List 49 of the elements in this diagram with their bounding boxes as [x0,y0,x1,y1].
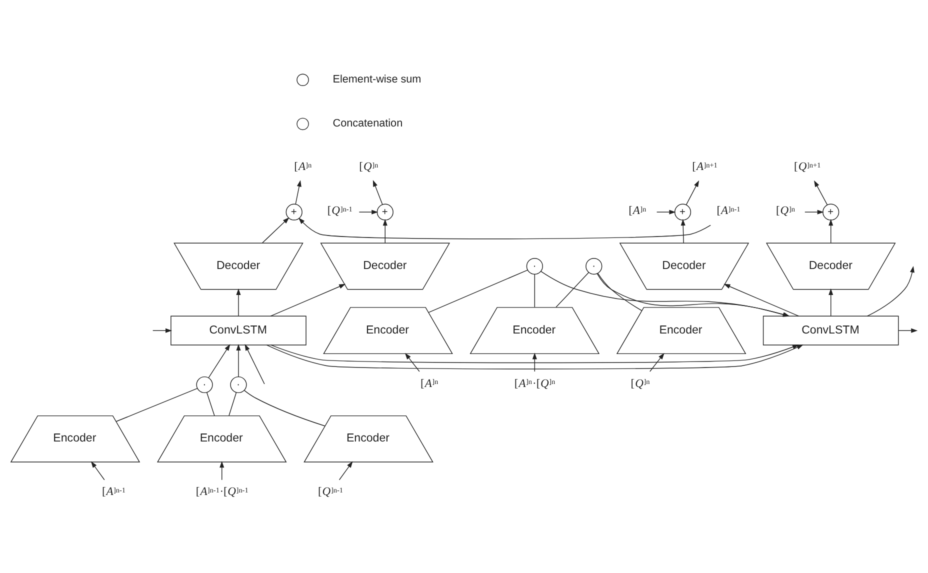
legend-label: Element-wise sum [332,73,422,86]
arrow [680,219,686,244]
arrow [656,210,676,214]
node-box: ConvLSTM [762,316,899,346]
arrow [90,461,105,480]
arrow [295,180,302,204]
arrow [338,461,353,480]
arrow [404,352,420,372]
connector [228,392,237,416]
arrow [298,218,711,240]
arrow [220,461,224,480]
arrow [650,352,664,372]
arrow [152,328,172,333]
arrow [867,266,914,316]
arrow [236,288,241,316]
node-circle: + [286,204,302,220]
node-circle: · [526,258,543,275]
arrow [270,284,346,316]
connector [428,270,528,313]
arrow [372,180,383,205]
node-circle: + [822,204,840,220]
connector [244,390,326,426]
node-circle: + [376,204,394,220]
node-circle: + [674,204,692,220]
arrow [828,288,834,316]
connector [556,272,590,308]
arrow [532,352,537,372]
connector [534,274,536,308]
node-box: ConvLSTM [170,316,306,346]
arrow [266,344,804,370]
arrow [814,180,828,206]
arrow [244,344,265,384]
arrow [382,219,388,244]
arrow [686,180,700,206]
arrow [804,210,824,214]
arrow [270,344,799,364]
node-circle: · [586,258,602,275]
arrow [898,328,918,333]
arrow [236,344,241,378]
node-circle: · [196,376,213,394]
arrow [828,219,834,244]
connector [206,392,215,416]
connector [116,388,198,422]
node-circle: · [230,376,247,394]
legend-label: Concatenation [332,117,403,130]
arrow [262,217,290,244]
arrow [358,210,378,214]
connector [597,272,642,311]
arrow [208,344,230,378]
